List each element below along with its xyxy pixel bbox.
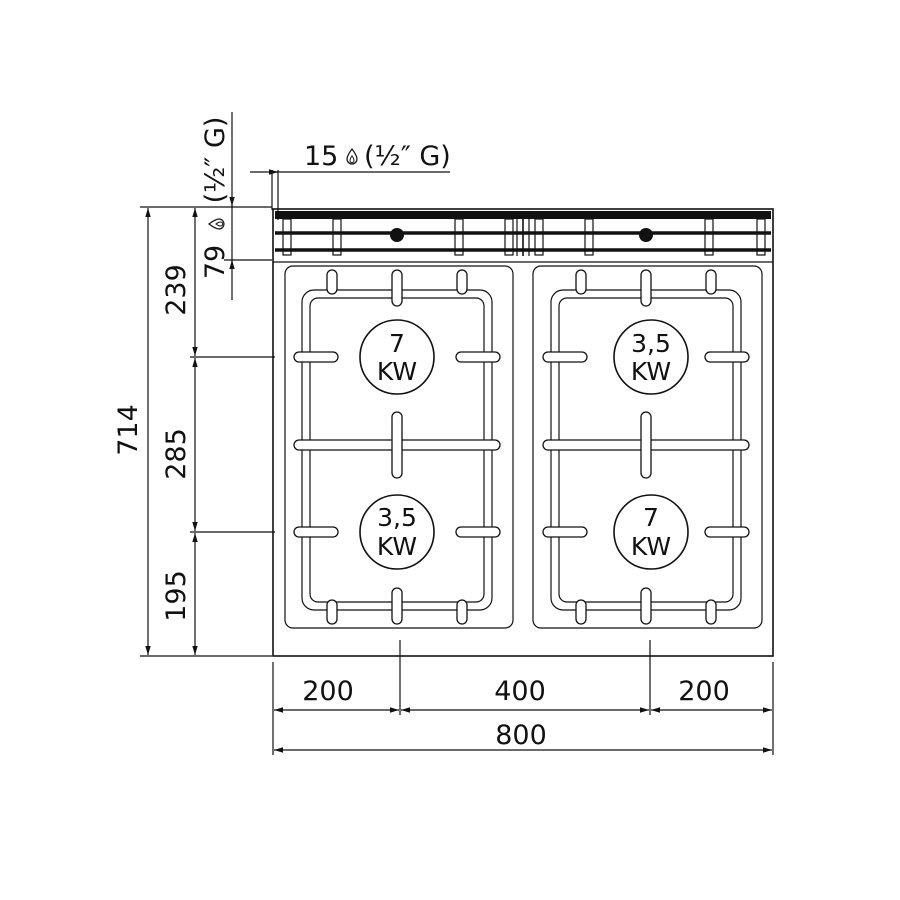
depth-dimensions: 714 239 285 195 xyxy=(113,206,275,657)
gas-connection-side: 15 (½″ G) xyxy=(250,141,451,220)
burner-unit: KW xyxy=(377,357,417,386)
dimension-middle-depth: 285 xyxy=(161,428,192,480)
gas-rear-thread: (½″ G) xyxy=(200,117,231,204)
gas-side-distance: 15 xyxy=(304,141,338,172)
burner-front-left: 3,5 KW xyxy=(359,494,435,570)
burner-unit: KW xyxy=(631,532,671,561)
dimension-total-depth: 714 xyxy=(113,404,144,456)
burner-power: 7 xyxy=(389,329,405,358)
burner-power: 3,5 xyxy=(377,503,417,532)
burner-power: 7 xyxy=(643,503,659,532)
width-dimensions: 200 400 200 800 xyxy=(272,640,774,755)
burner-rear-right: 3,5 KW xyxy=(613,319,689,395)
gas-rear-distance: 79 xyxy=(200,245,231,279)
gas-connection-rear: (½″ G) 79 xyxy=(200,112,272,300)
burner-unit: KW xyxy=(631,357,671,386)
gas-side-thread: (½″ G) xyxy=(364,141,451,172)
dimension-front-depth: 195 xyxy=(161,570,192,622)
flame-icon xyxy=(346,148,358,165)
burner-power: 3,5 xyxy=(631,329,671,358)
dimension-left: 200 xyxy=(302,676,354,707)
burner-grates xyxy=(293,269,750,625)
burner-front-right: 7 KW xyxy=(613,494,689,570)
cooktop-body xyxy=(272,208,774,657)
flame-icon xyxy=(208,218,225,230)
dimension-total-width: 800 xyxy=(495,720,547,751)
burner-unit: KW xyxy=(377,532,417,561)
burner-rear-left: 7 KW xyxy=(359,319,435,395)
dimension-right: 200 xyxy=(678,676,730,707)
dimension-rear-depth: 239 xyxy=(161,264,192,316)
dimension-middle: 400 xyxy=(494,676,546,707)
